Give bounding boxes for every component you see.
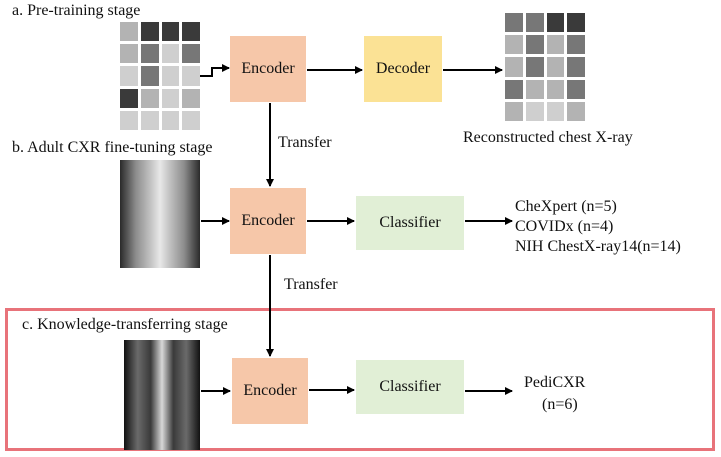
dataset-covidx: COVIDx (n=4) bbox=[515, 218, 614, 235]
pediatric-encoder-label: Encoder bbox=[243, 382, 297, 399]
reconstructed-xray-image bbox=[505, 13, 585, 121]
pediatric-xray-image bbox=[124, 340, 200, 450]
dataset-chexpert: CheXpert (n=5) bbox=[515, 198, 617, 215]
adult-classifier-label: Classifier bbox=[379, 214, 441, 231]
transfer-label-2: Transfer bbox=[284, 276, 338, 293]
pediatric-classifier-box: Classifier bbox=[356, 360, 464, 414]
arrow-image-to-encoder bbox=[200, 64, 230, 77]
pedicxr-count: (n=6) bbox=[542, 396, 578, 413]
stage-b-label: b. Adult CXR fine-tuning stage bbox=[12, 139, 213, 156]
decoder-box: Decoder bbox=[364, 36, 442, 102]
reconstructed-caption: Reconstructed chest X-ray bbox=[463, 129, 633, 146]
pretrain-encoder-box: Encoder bbox=[230, 36, 306, 102]
stage-c-label: c. Knowledge-transferring stage bbox=[22, 316, 228, 333]
transfer-label-1: Transfer bbox=[278, 134, 332, 151]
dataset-nih: NIH ChestX-ray14(n=14) bbox=[515, 238, 681, 255]
pediatric-encoder-box: Encoder bbox=[232, 358, 308, 424]
adult-classifier-box: Classifier bbox=[356, 196, 464, 250]
pedicxr-label: PediCXR bbox=[524, 374, 586, 391]
masked-xray-image bbox=[120, 22, 200, 130]
knowledge-transfer-highlight bbox=[5, 308, 715, 451]
adult-encoder-box: Encoder bbox=[230, 188, 306, 254]
adult-encoder-label: Encoder bbox=[241, 212, 295, 229]
stage-a-label: a. Pre-training stage bbox=[12, 2, 141, 19]
pretrain-encoder-label: Encoder bbox=[241, 60, 295, 77]
decoder-label: Decoder bbox=[375, 60, 431, 77]
adult-xray-image bbox=[120, 160, 200, 268]
pediatric-classifier-label: Classifier bbox=[379, 378, 441, 395]
